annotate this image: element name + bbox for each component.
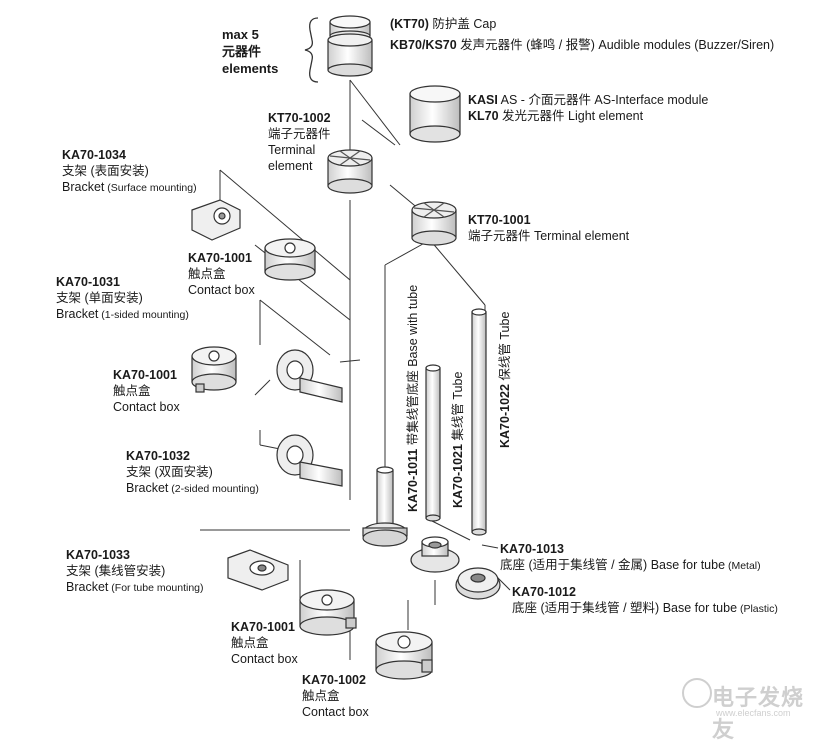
tube-1021-part — [425, 364, 441, 522]
terminal-element-1002-label: KT70-1002 端子元器件 Terminal element — [268, 111, 331, 173]
contact-box-3-label: KA70-1001 触点盒 Contact box — [231, 620, 298, 666]
contact-box-1002-label: KA70-1002 触点盒 Contact box — [302, 673, 369, 719]
bracket-surface-part — [191, 199, 241, 241]
contact-box-3-part — [299, 589, 357, 636]
cap-label: (KT70) 防护盖 Cap — [390, 17, 497, 31]
bracket-1-sided-part — [276, 349, 343, 403]
base-plastic-label: KA70-1012 底座 (适用于集线管 / 塑料) Base for tube… — [512, 585, 778, 615]
terminal-element-1002-part — [327, 149, 373, 194]
tube-1022-vertical-label: KA70-1022 保线管 Tube — [498, 311, 512, 448]
bracket-surface-label: KA70-1034 支架 (表面安装) Bracket (Surface mou… — [62, 148, 197, 194]
group-brace — [304, 17, 319, 83]
kl70-label: KL70 发光元器件 Light element — [468, 109, 644, 123]
base-with-tube-vertical-label: KA70-1011 带集线管底座 Base with tube — [406, 284, 420, 512]
terminal-element-1001-part — [411, 201, 457, 246]
kasi-label: KASI AS - 介面元器件 AS-Interface module — [468, 93, 709, 107]
contact-box-1-label: KA70-1001 触点盒 Contact box — [188, 251, 255, 297]
base-with-tube-part — [362, 466, 408, 547]
contact-box-1-part — [264, 238, 316, 281]
tube-1021-vertical-label: KA70-1021 集线管 Tube — [451, 371, 465, 508]
contact-box-2-label: KA70-1001 触点盒 Contact box — [113, 368, 180, 414]
light-element-part — [409, 85, 461, 143]
audible-modules-label: KB70/KS70 发声元器件 (蜂鸣 / 报警) Audible module… — [390, 38, 775, 52]
bracket-2-sided-part — [276, 434, 343, 487]
tube-1022-part — [471, 308, 487, 536]
bracket-tube-label: KA70-1033 支架 (集线管安装) Bracket (For tube m… — [66, 548, 204, 594]
max-elements-label: max 5 元器件 elements — [222, 27, 279, 76]
bracket-2-sided-label: KA70-1032 支架 (双面安装) Bracket (2-sided mou… — [126, 449, 259, 495]
base-metal-label: KA70-1013 底座 (适用于集线管 / 金属) Base for tube… — [500, 542, 761, 572]
contact-box-1002-part — [375, 631, 433, 680]
exploded-assembly-diagram — [191, 15, 511, 680]
contact-box-2-part — [191, 346, 237, 393]
bracket-tube-part — [227, 549, 289, 591]
base-plastic-part — [455, 567, 501, 600]
terminal-element-1001-label: KT70-1001 端子元器件 Terminal element — [468, 213, 630, 243]
cap-module-part — [327, 15, 373, 77]
bracket-1-sided-label: KA70-1031 支架 (单面安装) Bracket (1-sided mou… — [56, 275, 189, 321]
base-metal-part — [410, 536, 460, 573]
leader-lines — [200, 79, 511, 660]
watermark-url: www.elecfans.com — [716, 708, 791, 718]
watermark-logo-icon — [682, 678, 712, 708]
